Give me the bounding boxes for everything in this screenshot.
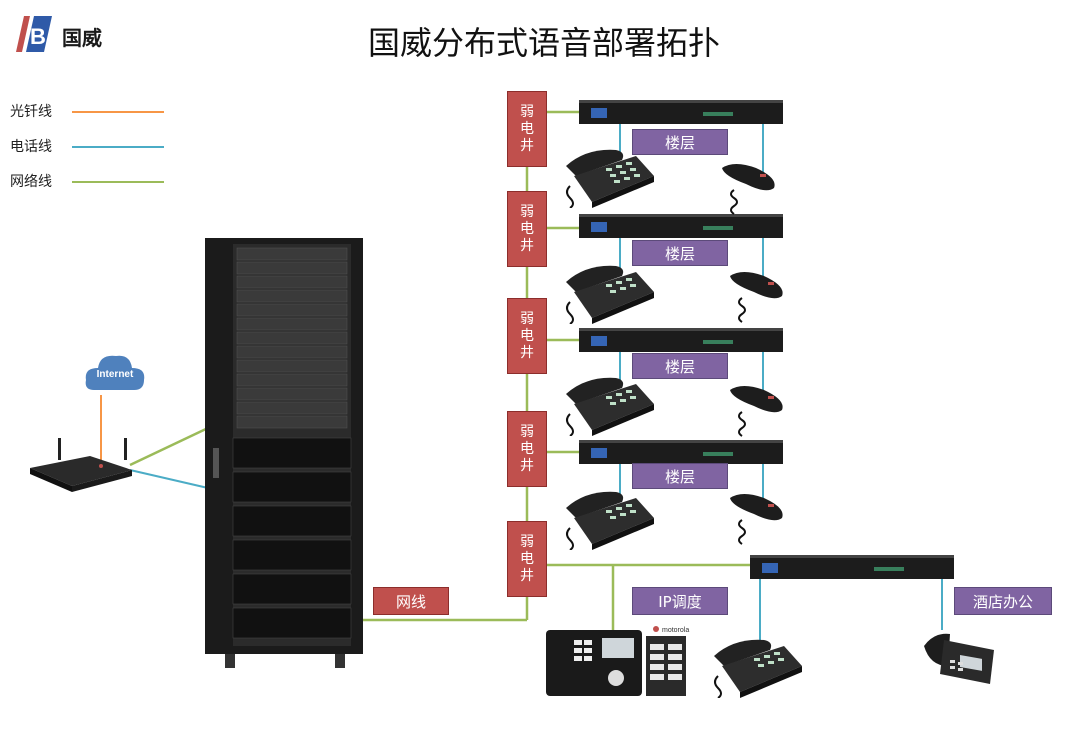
floor-label-2: 楼层	[632, 240, 728, 266]
voice-gateway-5	[750, 555, 954, 579]
room-char: 电	[520, 440, 534, 457]
motorola-brand: motorola	[662, 627, 689, 634]
floor-label-4: 楼层	[632, 463, 728, 489]
gateway-logo-icon	[762, 563, 778, 573]
slim-phone-icon	[722, 164, 775, 215]
room-char: 弱	[520, 533, 534, 550]
weak-room-4: 弱电井	[507, 411, 547, 487]
gateway-logo-icon	[591, 108, 607, 118]
legend-fiber-line	[72, 111, 164, 113]
slim-phone-icon	[730, 272, 783, 323]
room-char: 弱	[520, 310, 534, 327]
voice-gateway-4	[579, 440, 783, 464]
floor-label-3: 楼层	[632, 353, 728, 379]
weak-room-1: 弱电井	[507, 91, 547, 167]
logo-text: 国威	[62, 26, 102, 50]
legend-fiber-label: 光钎线	[10, 104, 52, 120]
hotel-office-label: 酒店办公	[954, 587, 1052, 615]
gateway-led	[703, 340, 733, 344]
gateway-led	[703, 452, 733, 456]
room-char: 弱	[520, 103, 534, 120]
guowei-logo-icon: B	[16, 16, 52, 52]
legend-phone-line	[72, 146, 164, 148]
voice-gateway-2	[579, 214, 783, 238]
room-char: 电	[520, 120, 534, 137]
internet-cloud-icon: Internet	[85, 355, 145, 390]
desk-phone-icon	[566, 377, 654, 436]
gateway-led	[874, 567, 904, 571]
legend-phone-label: 电话线	[10, 139, 52, 155]
desk-phone-icon	[714, 639, 802, 698]
room-char: 弱	[520, 203, 534, 220]
desk-phone-icon	[566, 149, 654, 208]
floor-label-1: 楼层	[632, 129, 728, 155]
voice-gateway-3	[579, 328, 783, 352]
room-char: 井	[520, 567, 534, 584]
gateway-led	[703, 226, 733, 230]
diagram-title: 国威分布式语音部署拓扑	[367, 24, 720, 62]
room-char: 电	[520, 550, 534, 567]
ip-phone-icon	[924, 633, 994, 684]
legend-network-label: 网络线	[10, 174, 52, 190]
phone-cables	[129, 122, 943, 640]
net-cable-label: 网线	[373, 587, 449, 615]
company-logo: B 国威	[10, 10, 120, 56]
weak-room-2: 弱电井	[507, 191, 547, 267]
ip-dispatch-console-icon: motorola	[546, 626, 689, 696]
room-char: 井	[520, 137, 534, 154]
room-char: 弱	[520, 423, 534, 440]
server-rack-icon	[205, 238, 363, 668]
room-char: 井	[520, 237, 534, 254]
weak-room-5: 弱电井	[507, 521, 547, 597]
gateway-logo-icon	[591, 222, 607, 232]
gateway-led	[703, 112, 733, 116]
voice-gateway-1	[579, 100, 783, 124]
room-char: 井	[520, 344, 534, 361]
room-char: 电	[520, 327, 534, 344]
router-icon	[30, 438, 132, 492]
slim-phone-icon	[730, 494, 783, 545]
room-char: 井	[520, 457, 534, 474]
gateway-logo-icon	[591, 336, 607, 346]
desk-phone-icon	[566, 491, 654, 550]
gateway-logo-icon	[591, 448, 607, 458]
internet-label: Internet	[97, 369, 134, 380]
desk-phone-icon	[566, 265, 654, 324]
slim-phone-icon	[730, 386, 783, 437]
room-char: 电	[520, 220, 534, 237]
ip-dispatch-label: IP调度	[632, 587, 728, 615]
svg-text:B: B	[30, 24, 46, 49]
legend-network-line	[72, 181, 164, 183]
weak-room-3: 弱电井	[507, 298, 547, 374]
